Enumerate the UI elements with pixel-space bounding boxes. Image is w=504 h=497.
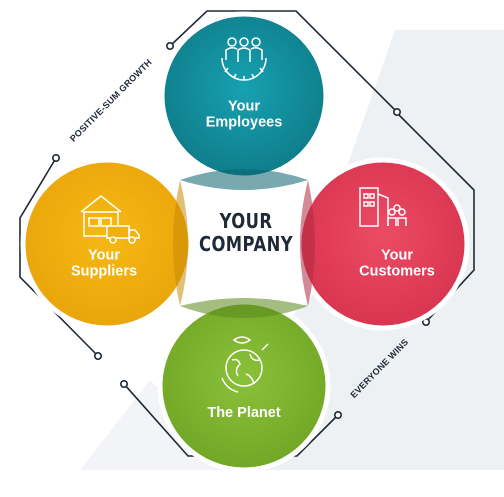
positive-sum-growth-label: POSITIVE-SUM GROWTH [68,57,154,143]
customers-label-line2: Customers [359,263,435,279]
center-label-line2: COMPANY [199,232,293,256]
buildings-people-icon [359,187,407,227]
employees-label-line2: Employees [205,114,283,130]
overlap-shading [173,169,315,318]
connector-dots [51,41,430,419]
center-label-line1: YOUR [219,209,273,233]
suppliers-label-line1: Your [88,247,120,264]
suppliers-circle[interactable] [20,157,194,331]
customers-circle[interactable] [296,157,470,331]
customers-label-line1: Your [381,247,413,264]
globe-leaf-icon [221,336,269,393]
suppliers-label: Your Suppliers [71,248,137,279]
team-gear-icon [221,37,267,81]
employees-label: Your Employees [206,99,283,130]
warehouse-truck-icon [80,195,140,244]
planet-label-line1: The Planet [207,405,281,422]
connector-top-left [169,10,398,113]
planet-label: The Planet [207,406,280,422]
employees-label-line1: Your [228,98,260,115]
customers-label: Your Customers [359,248,435,279]
connector-left [19,157,99,357]
center-label: YOUR COMPANY [199,210,293,256]
suppliers-label-line2: Suppliers [70,263,138,279]
